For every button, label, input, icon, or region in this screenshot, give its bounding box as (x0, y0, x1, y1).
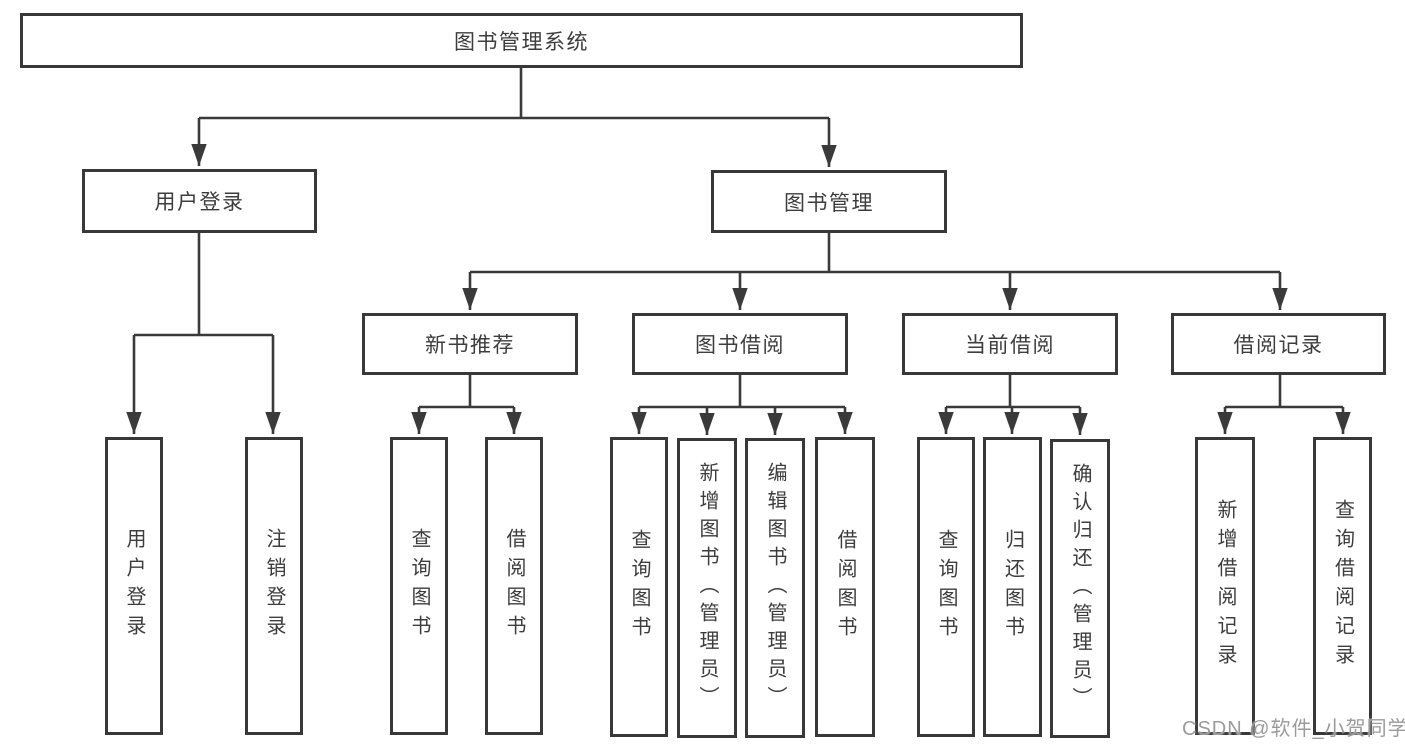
node-user-login-label: 用户登录 (154, 191, 245, 214)
node-root-label: 图书管理系统 (454, 30, 589, 54)
node-br-query-record-label: 查询借阅记录 (1331, 499, 1354, 673)
node-current-borrowing-label: 当前借阅 (965, 334, 1055, 357)
node-current-borrowing: 当前借阅 (902, 313, 1118, 375)
node-new-book-recommend: 新书推荐 (362, 313, 578, 375)
node-bb-borrow-book-label: 借阅图书 (834, 529, 856, 645)
node-cb-return-book: 归还图书 (983, 437, 1042, 737)
node-bb-add-book-admin-label: 新增图书（管理员） (696, 462, 718, 714)
node-br-add-record-label: 新增借阅记录 (1214, 499, 1236, 673)
node-bb-query-book: 查询图书 (610, 437, 668, 737)
node-br-query-record: 查询借阅记录 (1313, 437, 1372, 735)
node-rec-borrow-book: 借阅图书 (485, 437, 543, 735)
node-user-login: 用户登录 (82, 169, 317, 233)
node-br-add-record: 新增借阅记录 (1195, 437, 1255, 735)
node-bb-query-book-label: 查询图书 (628, 529, 650, 645)
node-borrowing-records: 借阅记录 (1171, 313, 1386, 375)
node-new-book-recommend-label: 新书推荐 (425, 334, 515, 357)
node-rec-borrow-book-label: 借阅图书 (503, 528, 525, 644)
node-cb-confirm-return-admin: 确认归还（管理员） (1050, 439, 1110, 738)
node-book-borrowing-label: 图书借阅 (695, 334, 785, 357)
node-bb-edit-book-admin-label: 编辑图书（管理员） (764, 462, 786, 714)
node-leaf-logout-label: 注销登录 (263, 528, 285, 644)
node-bb-borrow-book: 借阅图书 (815, 437, 875, 737)
node-cb-confirm-return-admin-label: 确认归还（管理员） (1069, 462, 1091, 715)
node-leaf-user-login-label: 用户登录 (123, 528, 145, 644)
node-leaf-user-login: 用户登录 (105, 437, 163, 735)
node-borrowing-records-label: 借阅记录 (1233, 334, 1324, 357)
csdn-watermark: CSDN @软件_小贺同学 (1182, 718, 1405, 740)
node-leaf-logout: 注销登录 (245, 437, 303, 735)
node-book-borrowing: 图书借阅 (632, 313, 848, 375)
node-bb-add-book-admin: 新增图书（管理员） (677, 438, 737, 738)
node-book-management-label: 图书管理 (784, 191, 874, 215)
node-cb-return-book-label: 归还图书 (1001, 529, 1024, 645)
node-cb-query-book-label: 查询图书 (935, 529, 957, 645)
node-rec-query-book-label: 查询图书 (408, 528, 430, 644)
node-book-management: 图书管理 (711, 170, 947, 233)
node-bb-edit-book-admin: 编辑图书（管理员） (745, 438, 805, 738)
node-rec-query-book: 查询图书 (390, 437, 448, 735)
node-cb-query-book: 查询图书 (917, 437, 975, 737)
node-root: 图书管理系统 (20, 13, 1023, 68)
